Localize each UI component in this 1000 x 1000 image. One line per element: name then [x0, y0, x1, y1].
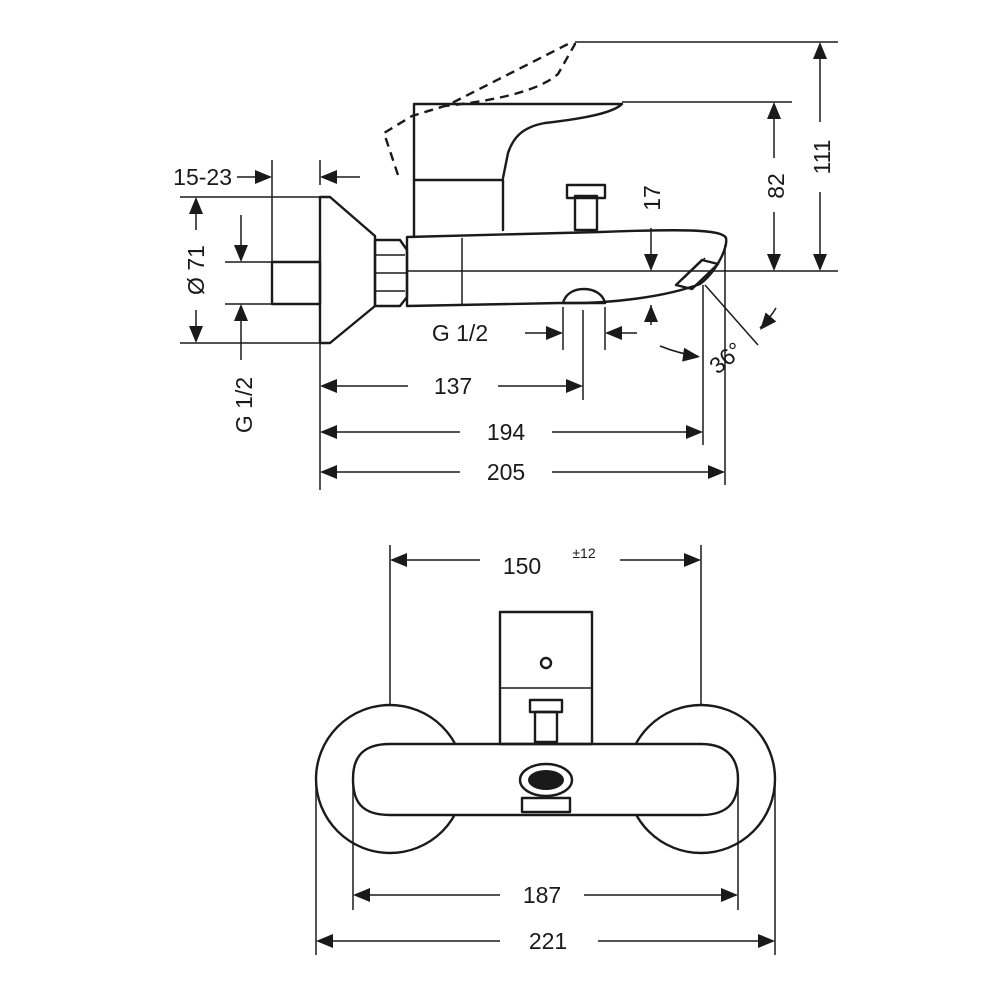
dim-outlet-thread-label: G 1/2: [432, 320, 488, 346]
front-cartridge: [498, 610, 594, 746]
dim-total-depth: 205: [320, 459, 725, 485]
dim-outlet-thread: G 1/2: [432, 320, 637, 346]
dim-body-height-label: 82: [763, 173, 789, 199]
side-view: 15-23 Ø 71 G 1/2 G 1/2: [173, 41, 838, 490]
dim-inlet-thread: G 1/2: [231, 215, 257, 433]
dim-inner-width-label: 187: [523, 882, 561, 908]
wall-flange: [318, 195, 377, 345]
hex-nut: [373, 238, 409, 308]
outlet-nozzle: [561, 287, 607, 305]
front-diverter: [528, 698, 564, 744]
diverter-knob: [565, 183, 607, 232]
extension-lines: [180, 41, 838, 490]
dim-wall-thickness: 15-23: [173, 164, 360, 190]
lever-open-position: [382, 42, 577, 176]
dim-spout-angle: 36°: [659, 307, 777, 379]
dim-lever-height: 111: [809, 42, 835, 271]
spout-aerator: [674, 257, 720, 291]
dim-wall-thickness-label: 15-23: [173, 164, 232, 190]
dim-wall-to-center-label: 137: [434, 373, 472, 399]
dim-total-width: 221: [316, 928, 775, 954]
inlet-connector: [270, 260, 322, 306]
dim-spout-angle-label: 36°: [704, 337, 747, 379]
dim-total-width-label: 221: [529, 928, 567, 954]
dim-inlet-thread-label: G 1/2: [231, 377, 257, 433]
dim-total-depth-label: 205: [487, 459, 525, 485]
front-outlet: [518, 762, 574, 814]
dim-flange-diameter: Ø 71: [183, 197, 209, 343]
dim-body-height: 82: [763, 102, 789, 271]
dim-center-distance-label: 150: [503, 553, 541, 579]
dim-lever-height-label: 111: [809, 140, 835, 175]
dim-wall-to-center: 137: [320, 373, 583, 399]
front-view: 150 ±12 187 221: [314, 545, 777, 955]
lever-handle: [412, 102, 624, 182]
dim-wall-to-outlet: 194: [320, 419, 703, 445]
cartridge-housing: [412, 178, 505, 239]
dim-spout-drop-label: 17: [639, 185, 665, 211]
dim-tolerance-label: ±12: [572, 545, 595, 561]
dim-flange-diameter-label: Ø 71: [183, 245, 209, 295]
dim-center-distance: 150 ±12: [390, 545, 701, 579]
front-extension-lines: [315, 545, 776, 955]
dim-spout-drop: 17: [639, 185, 665, 325]
dim-wall-to-outlet-label: 194: [487, 419, 526, 445]
dim-inner-width: 187: [353, 882, 738, 908]
